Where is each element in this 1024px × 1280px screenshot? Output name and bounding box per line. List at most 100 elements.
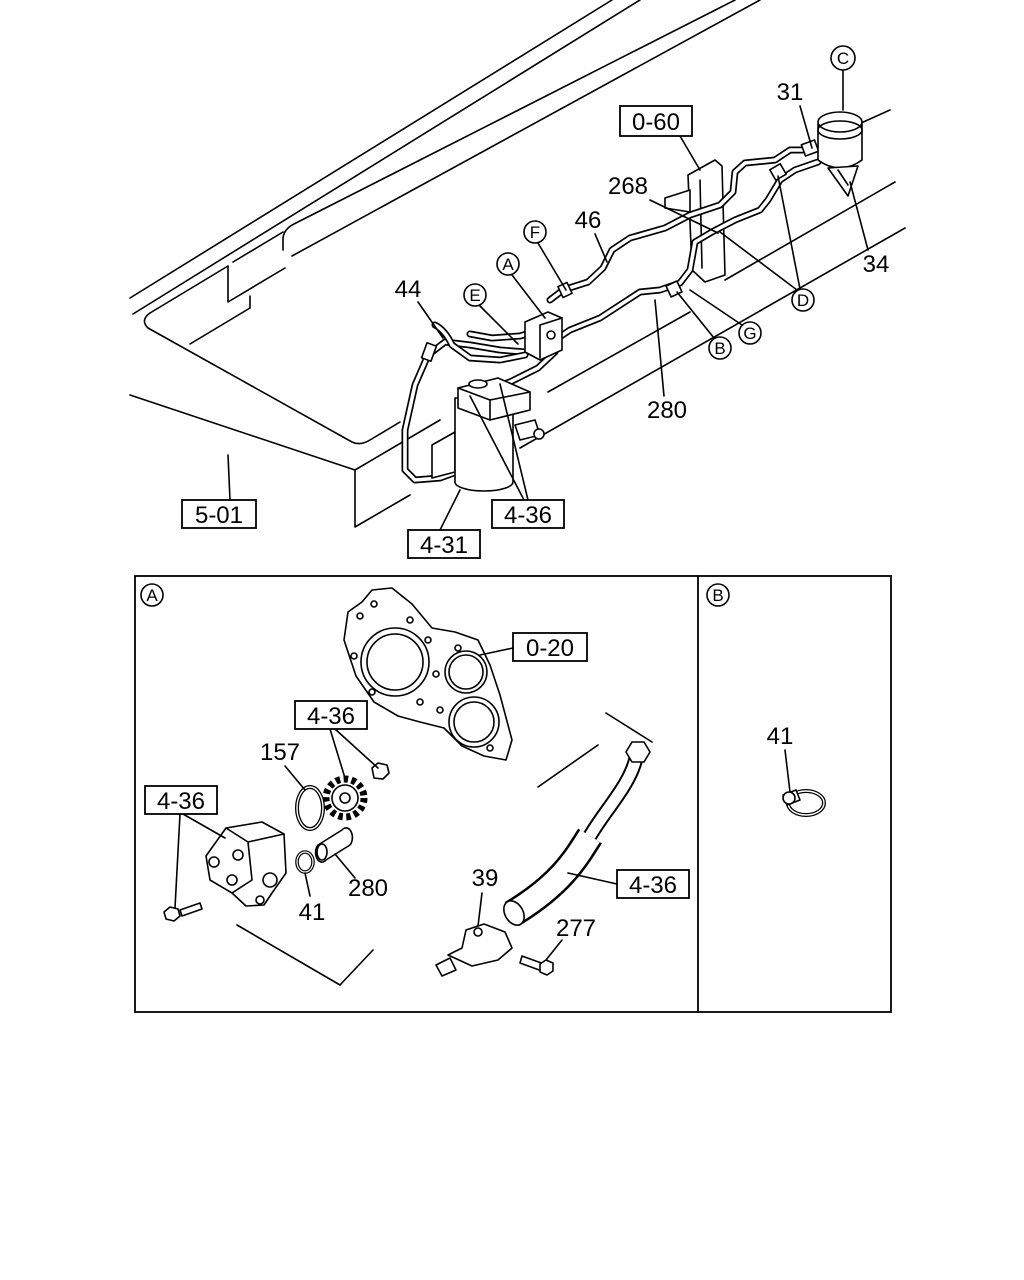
frame-line (724, 181, 896, 281)
frame-line (143, 312, 401, 445)
plate-main-bore (360, 627, 430, 697)
part-number-31: 31 (777, 79, 804, 106)
part-number-44: 44 (395, 276, 422, 303)
callout-circle (830, 45, 856, 71)
hose-pipe-inner (585, 756, 642, 839)
part-number-41: 41 (299, 899, 326, 926)
cylinder-head-edge (457, 387, 531, 421)
ref-text: 4-36 (157, 788, 205, 815)
part-number-34: 34 (863, 251, 890, 278)
bolt-hole (370, 600, 378, 608)
plate-lower-lobe-inner (453, 701, 495, 743)
leader-line (679, 135, 701, 171)
frame-line (227, 265, 286, 303)
frame-line (291, 0, 761, 257)
frame-line (519, 227, 906, 449)
ref-4-36: 4-36 (491, 499, 565, 529)
callout-letter: G (743, 324, 756, 343)
leader-line (284, 765, 306, 791)
frame-line (129, 394, 411, 528)
frame-line (354, 419, 441, 471)
leader-line (784, 749, 791, 793)
booster-cylinder (431, 377, 545, 492)
callout-e: E (463, 283, 487, 307)
ref-5-01: 5-01 (181, 499, 257, 529)
detail-a-leader-lines (174, 647, 618, 961)
part-number-277: 277 (556, 915, 596, 942)
leader-line (174, 813, 226, 909)
callout-letter: B (712, 586, 723, 605)
hose-fitting-nut (625, 741, 651, 763)
leader-line (689, 289, 743, 326)
reservoir-bracket-edge (837, 169, 849, 186)
bolt-hole (424, 636, 432, 644)
leader-line (545, 939, 563, 961)
bolt-hole (416, 698, 424, 706)
pump-body (205, 821, 287, 907)
callout-c: C (830, 45, 856, 71)
pump-bolt-hole (232, 849, 244, 861)
overview-labels: 0-60 C 31 268 46 F A E 44 34 D G (181, 45, 890, 559)
ref-4-36-hose: 4-36 (616, 869, 690, 899)
ref-text: 5-01 (195, 502, 243, 529)
junction-block-body (524, 311, 563, 361)
phantom-line (236, 924, 374, 986)
ref-4-36-pump: 4-36 (144, 785, 218, 815)
phantom-line (605, 712, 653, 743)
callout-letter: A (146, 586, 158, 605)
frame-line (547, 311, 691, 393)
plate-main-bore-inner (366, 633, 424, 691)
cylinder-body (454, 397, 514, 492)
callout-b: B (708, 336, 732, 360)
pipe-fitting (800, 139, 820, 157)
timing-cover-plate (343, 587, 513, 761)
frame-line (189, 295, 251, 345)
part-number-280: 280 (348, 875, 388, 902)
cylinder-bracket (431, 431, 456, 479)
pipe-inner (403, 340, 547, 482)
frame-line (129, 0, 613, 299)
callout-letter: A (502, 255, 514, 274)
callout-circle (523, 220, 547, 244)
leader-line (329, 728, 379, 779)
bolt-hole (406, 616, 414, 624)
leader-line (511, 274, 546, 319)
callout-circle (463, 283, 487, 307)
detail-panels-frame (134, 575, 892, 1013)
callout-letter: C (837, 49, 849, 68)
sleeve (314, 827, 354, 863)
bolt-hole (350, 652, 358, 660)
pipe-inner (553, 160, 820, 342)
leader-line (567, 872, 618, 885)
ref-text: 4-31 (420, 532, 468, 559)
bleeder-valve (435, 923, 513, 977)
leader-line (537, 242, 567, 291)
pipe-inner (433, 323, 527, 362)
detail-b-tag: B (706, 583, 730, 607)
pipe-outline (431, 321, 529, 364)
leader-line (479, 305, 519, 345)
ref-box (294, 700, 368, 730)
o-ring (295, 785, 325, 831)
detail-a-labels: 0-20 4-36 157 4-36 280 41 39 4-36 277 (144, 632, 690, 942)
hose-end (503, 900, 525, 926)
reservoir-cap (817, 111, 863, 133)
sprocket-bore (339, 792, 351, 804)
ref-box (407, 529, 481, 559)
leader-line (304, 872, 311, 897)
leader-line (439, 489, 461, 531)
leader-line (654, 299, 665, 397)
leader-line (676, 291, 715, 339)
pump-bolt-hole (255, 895, 265, 905)
valve-nozzle (435, 957, 457, 977)
bolt-hole (356, 612, 364, 620)
detail-b: B 41 (706, 583, 826, 817)
detail-a-tag: A (140, 583, 164, 607)
chassis-frame (129, 0, 906, 528)
pump-bolt-hole (208, 856, 220, 868)
bolt-shank (179, 902, 203, 917)
leader-line (227, 454, 231, 501)
ref-box (619, 105, 693, 137)
frame-line (132, 0, 641, 315)
